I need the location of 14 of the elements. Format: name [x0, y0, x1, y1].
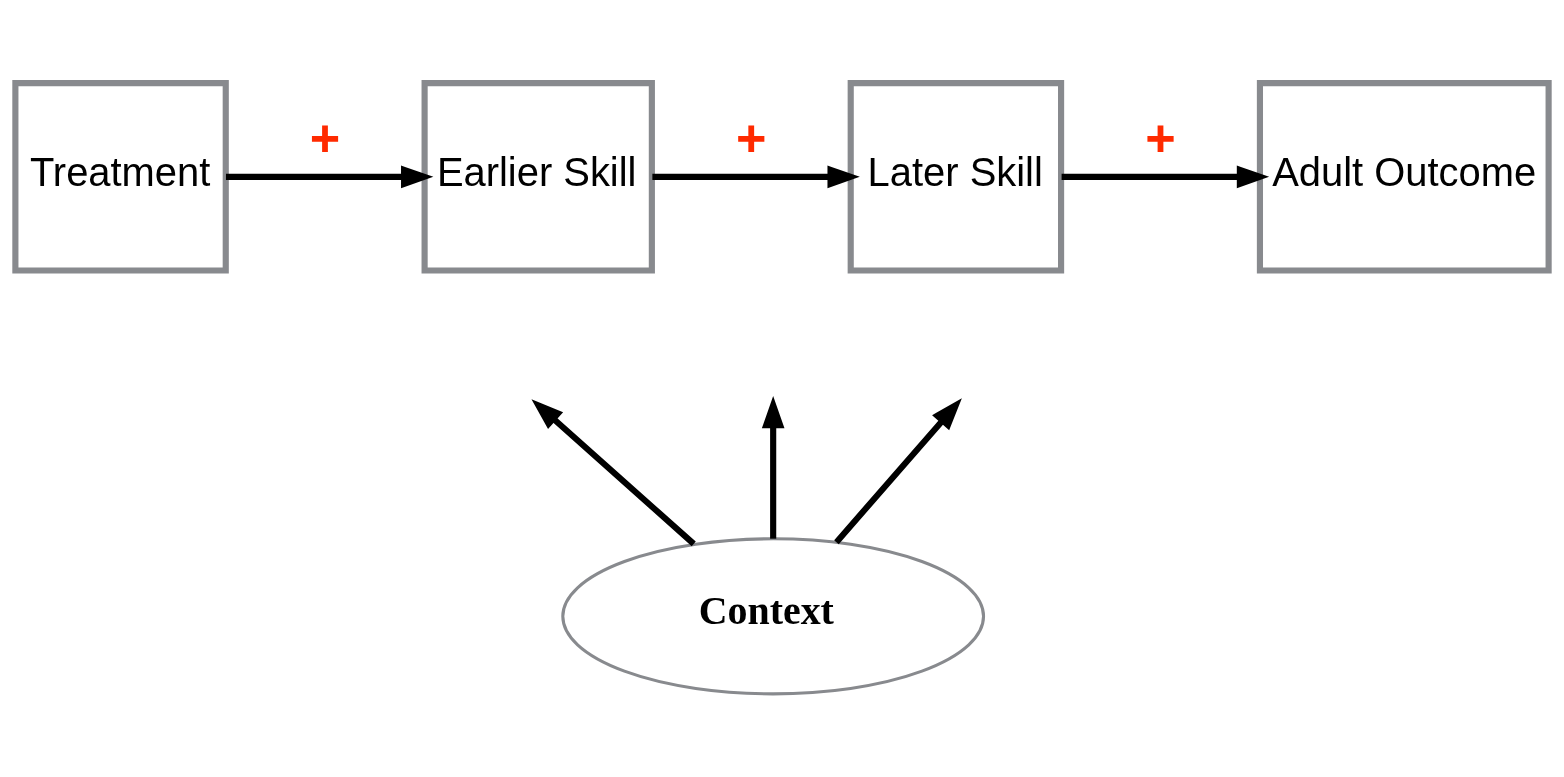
node-box: Earlier Skill [421, 80, 655, 274]
edge-label: + [735, 108, 767, 167]
edge-label: + [1145, 108, 1176, 167]
arrow [834, 398, 962, 545]
arrow [652, 165, 860, 189]
arrow [1061, 165, 1270, 189]
arrow [225, 165, 434, 189]
arrow [761, 396, 785, 539]
node-box: Later Skill [847, 80, 1065, 274]
node-box: Adult Outcome [1256, 80, 1552, 274]
node-ellipse: Context [561, 537, 986, 696]
node-box: Treatment [12, 80, 229, 274]
arrow [531, 399, 696, 547]
edge-label: + [309, 108, 341, 167]
